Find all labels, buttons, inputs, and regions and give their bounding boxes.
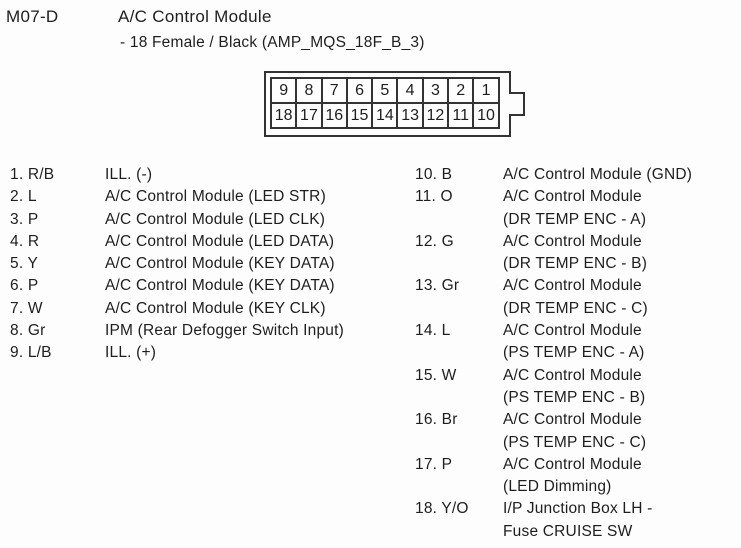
pin-number-color: 9. L/B <box>10 344 52 362</box>
pin-cell: 6 <box>345 77 374 104</box>
pin-number-color: 4. R <box>10 232 40 250</box>
pin-cell: 9 <box>269 77 298 104</box>
pin-cell: 16 <box>320 102 348 129</box>
pin-row-9: 9. L/B ILL. (+) <box>10 342 344 364</box>
pin-description: ILL. (+) <box>105 344 157 362</box>
connector-diagram: 9 8 7 6 5 4 3 2 1 18 17 16 15 14 13 12 1… <box>264 71 525 137</box>
pin-description: A/C Control Module (LED DATA) <box>105 232 335 250</box>
pin-cell: 17 <box>295 102 323 129</box>
pin-row-14: 14. L A/C Control Module (PS TEMP ENC - … <box>415 320 692 365</box>
pin-description: I/P Junction Box LH - Fuse CRUISE SW <box>503 500 653 540</box>
pin-row-8: 8. Gr IPM (Rear Defogger Switch Input) <box>10 320 344 342</box>
pin-row-15: 15. W A/C Control Module (PS TEMP ENC - … <box>415 365 692 410</box>
pin-number-color: 13. Gr <box>415 277 460 295</box>
pin-cell: 1 <box>472 77 500 104</box>
pin-cell: 18 <box>269 102 298 129</box>
pin-description: A/C Control Module (KEY DATA) <box>105 277 335 295</box>
pin-cell: 2 <box>447 77 475 104</box>
pin-description: A/C Control Module (PS TEMP ENC - B) <box>503 366 646 406</box>
pin-description: A/C Control Module (DR TEMP ENC - B) <box>503 232 648 273</box>
pin-cell: 4 <box>396 77 424 104</box>
pin-description: A/C Control Module (LED STR) <box>105 188 326 206</box>
pin-number-color: 12. G <box>415 232 454 250</box>
connector-id: M07-D <box>6 7 59 26</box>
pin-grid: 9 8 7 6 5 4 3 2 1 18 17 16 15 14 13 12 1… <box>269 77 500 129</box>
page-title: A/C Control Module <box>118 7 272 26</box>
pin-description: A/C Control Module (DR TEMP ENC - C) <box>503 277 648 317</box>
pin-cell: 10 <box>472 102 500 129</box>
pin-number-color: 16. Br <box>415 411 458 429</box>
pin-description: A/C Control Module (DR TEMP ENC - A) <box>503 188 647 228</box>
pin-description: A/C Control Module (PS TEMP ENC - A) <box>503 322 645 362</box>
pin-grid-row-bottom: 18 17 16 15 14 13 12 11 10 <box>269 102 500 129</box>
pin-description: A/C Control Module (GND) <box>503 166 693 183</box>
pin-row-13: 13. Gr A/C Control Module (DR TEMP ENC -… <box>415 275 692 320</box>
pin-row-4: 4. R A/C Control Module (LED DATA) <box>10 231 344 253</box>
pin-number-color: 3. P <box>10 210 39 228</box>
pin-number-color: 18. Y/O <box>415 500 469 518</box>
pin-description: A/C Control Module (KEY CLK) <box>105 299 326 317</box>
pin-row-3: 3. P A/C Control Module (LED CLK) <box>10 209 344 231</box>
connector-subtitle: - 18 Female / Black (AMP_MQS_18F_B_3) <box>120 34 425 51</box>
pin-number-color: 6. P <box>10 277 39 295</box>
pin-list-left: 1. R/B ILL. (-) 2. L A/C Control Module … <box>10 164 344 365</box>
pin-number-color: 5. Y <box>10 255 39 273</box>
pin-number-color: 7. W <box>10 299 43 317</box>
pin-cell: 8 <box>295 77 323 104</box>
pin-row-1: 1. R/B ILL. (-) <box>10 164 344 186</box>
pin-number-color: 14. L <box>415 322 451 340</box>
pin-number-color: 2. L <box>10 188 37 206</box>
pin-description: A/C Control Module (PS TEMP ENC - C) <box>503 411 647 451</box>
pin-number-color: 15. W <box>415 366 457 384</box>
pin-cell: 5 <box>371 77 399 104</box>
pin-grid-row-top: 9 8 7 6 5 4 3 2 1 <box>269 77 500 104</box>
pin-description: ILL. (-) <box>105 166 153 183</box>
pin-row-16: 16. Br A/C Control Module (PS TEMP ENC -… <box>415 409 692 454</box>
pin-row-2: 2. L A/C Control Module (LED STR) <box>10 186 344 208</box>
pin-row-7: 7. W A/C Control Module (KEY CLK) <box>10 298 344 320</box>
pin-list-right: 10. B A/C Control Module (GND) 11. O A/C… <box>415 164 692 543</box>
connector-key-tab <box>509 92 525 116</box>
pin-cell: 13 <box>396 102 424 129</box>
pin-row-6: 6. P A/C Control Module (KEY DATA) <box>10 275 344 297</box>
pin-number-color: 10. B <box>415 166 453 183</box>
pin-cell: 7 <box>320 77 348 104</box>
pin-row-17: 17. P A/C Control Module (LED Dimming) <box>415 454 692 499</box>
pin-row-11: 11. O A/C Control Module (DR TEMP ENC - … <box>415 186 692 231</box>
pin-row-5: 5. Y A/C Control Module (KEY DATA) <box>10 253 344 275</box>
pin-description: A/C Control Module (LED CLK) <box>105 210 326 228</box>
pin-number-color: 17. P <box>415 455 453 473</box>
pin-cell: 15 <box>345 102 374 129</box>
pin-number-color: 11. O <box>415 188 453 206</box>
pin-description: A/C Control Module (KEY DATA) <box>105 255 335 273</box>
pin-description: A/C Control Module (LED Dimming) <box>503 455 642 496</box>
pin-cell: 12 <box>421 102 450 129</box>
pin-number-color: 1. R/B <box>10 166 55 183</box>
pin-cell: 11 <box>447 102 475 129</box>
pin-row-12: 12. G A/C Control Module (DR TEMP ENC - … <box>415 231 692 276</box>
pin-cell: 3 <box>421 77 450 104</box>
pin-cell: 14 <box>371 102 399 129</box>
pin-description: IPM (Rear Defogger Switch Input) <box>105 322 344 340</box>
pin-number-color: 8. Gr <box>10 322 46 340</box>
pin-row-10: 10. B A/C Control Module (GND) <box>415 164 692 186</box>
pin-row-18: 18. Y/O I/P Junction Box LH - Fuse CRUIS… <box>415 498 692 543</box>
